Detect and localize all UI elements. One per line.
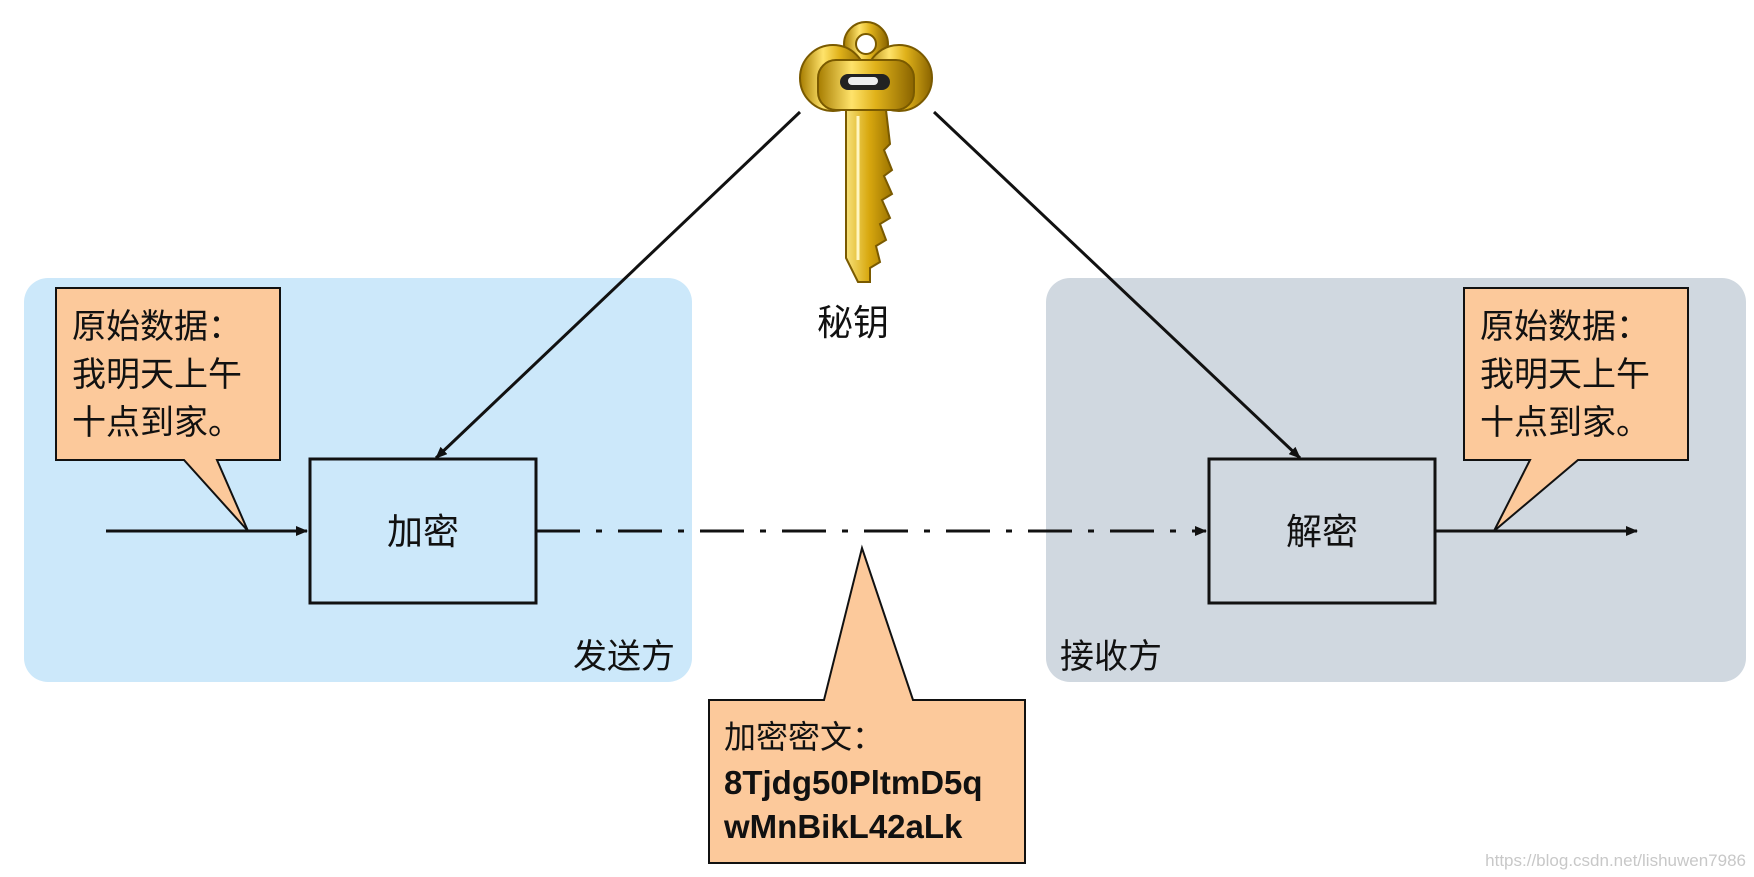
plaintext-right-line-2: 我明天上午 <box>1480 355 1650 395</box>
plaintext-right-line-3: 十点到家。 <box>1480 403 1650 443</box>
key-label: 秘钥 <box>817 303 889 344</box>
plaintext-callout-left <box>55 287 281 532</box>
plaintext-left-line-2: 我明天上午 <box>72 355 242 395</box>
plaintext-right-line-1: 原始数据： <box>1480 307 1650 347</box>
plaintext-left-line-3: 十点到家。 <box>72 403 242 443</box>
ciphertext-line-1: 8Tjdg50PltmD5q <box>724 764 983 801</box>
key-to-decrypt-arrow <box>932 110 1302 460</box>
plaintext-callout-right <box>1463 287 1689 532</box>
ciphertext-line-2: wMnBikL42aLk <box>723 808 963 845</box>
receiver-zone-label: 接收方 <box>1060 637 1162 677</box>
ciphertext-callout <box>708 544 1026 864</box>
sender-zone-label: 发送方 <box>573 637 675 677</box>
key-icon <box>799 21 933 283</box>
plaintext-left-line-1: 原始数据： <box>72 307 242 347</box>
decrypt-label: 解密 <box>1286 512 1358 553</box>
encrypt-label: 加密 <box>387 512 459 553</box>
ciphertext-title: 加密密文： <box>724 718 884 756</box>
key-to-encrypt-arrow <box>434 110 802 460</box>
watermark: https://blog.csdn.net/lishuwen7986 <box>1485 851 1746 870</box>
